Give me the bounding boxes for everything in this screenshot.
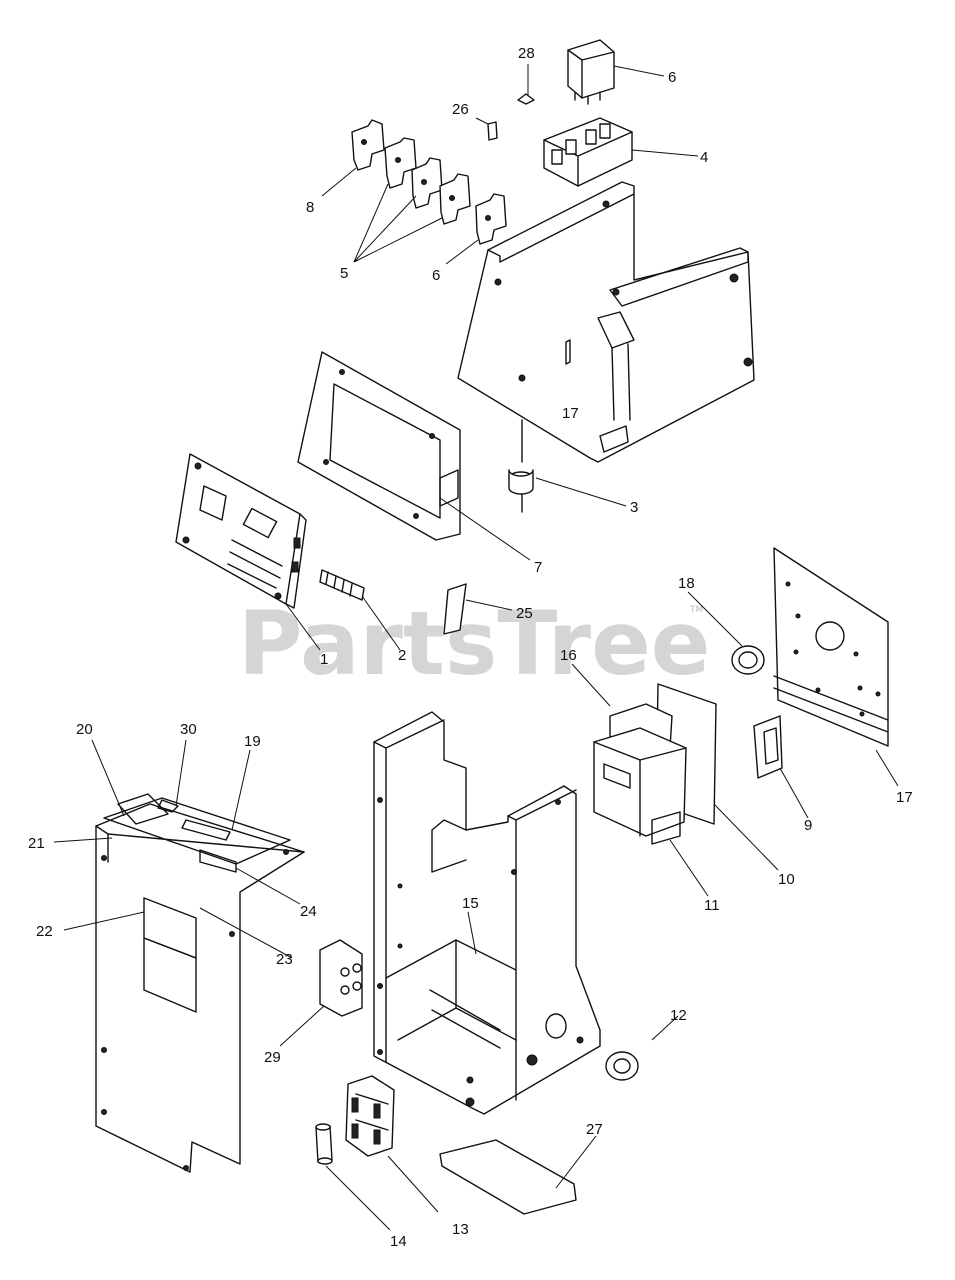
part-fuse[interactable] <box>315 1123 333 1165</box>
callout-6-relay: 6 <box>668 69 676 86</box>
trademark-mark: TM <box>689 605 703 615</box>
callout-25: 25 <box>516 605 533 622</box>
callout-12: 12 <box>670 1007 687 1024</box>
part-terminal-block[interactable] <box>319 939 363 1017</box>
callout-9: 9 <box>804 817 812 834</box>
callout-11: 11 <box>704 897 720 914</box>
callout-3: 3 <box>630 499 638 516</box>
partstree-watermark: PartsTree <box>238 592 710 695</box>
callout-14: 14 <box>390 1233 407 1250</box>
part-relay[interactable] <box>567 39 615 105</box>
callout-24: 24 <box>300 903 317 920</box>
part-connector[interactable] <box>319 569 365 601</box>
callout-labels: 28 6 26 4 8 5 6 17 3 7 25 1 2 18 16 17 9… <box>28 45 913 1250</box>
part-relay-socket[interactable] <box>543 117 633 187</box>
part-fuse-holder[interactable] <box>345 1075 395 1157</box>
callout-29: 29 <box>264 1049 281 1066</box>
leader-lines <box>53 64 899 1231</box>
part-grommet-ring[interactable] <box>731 645 765 675</box>
callout-4: 4 <box>700 149 708 166</box>
callout-23: 23 <box>276 951 293 968</box>
callout-6-terminal: 6 <box>432 267 440 284</box>
callout-17-top: 17 <box>562 405 579 422</box>
part-cover-plate[interactable] <box>439 1139 577 1215</box>
callout-19: 19 <box>244 733 261 750</box>
part-strip[interactable] <box>443 583 467 635</box>
callout-5: 5 <box>340 265 348 282</box>
callout-16: 16 <box>560 647 577 664</box>
callout-10: 10 <box>778 871 795 888</box>
callout-18: 18 <box>678 575 695 592</box>
callout-27: 27 <box>586 1121 603 1138</box>
part-terminal-blocks[interactable] <box>351 119 507 245</box>
callout-13: 13 <box>452 1221 469 1238</box>
part-grommet[interactable] <box>605 1051 639 1081</box>
callout-2: 2 <box>398 647 406 664</box>
callout-17-panel: 17 <box>896 789 913 806</box>
part-controller-board[interactable] <box>175 453 307 609</box>
callout-21: 21 <box>28 835 45 852</box>
part-clip[interactable] <box>517 93 535 105</box>
callout-26: 26 <box>452 101 469 118</box>
part-bracket[interactable] <box>753 715 783 779</box>
part-standoff[interactable] <box>508 419 534 513</box>
callout-15: 15 <box>462 895 479 912</box>
callout-20: 20 <box>76 721 93 738</box>
part-side-cover[interactable] <box>95 793 305 1173</box>
callout-7: 7 <box>534 559 542 576</box>
callout-8: 8 <box>306 199 314 216</box>
callout-1: 1 <box>320 651 328 668</box>
part-chassis[interactable] <box>373 711 601 1115</box>
callout-30: 30 <box>180 721 197 738</box>
part-contactor[interactable] <box>593 703 687 845</box>
callout-22: 22 <box>36 923 53 940</box>
part-bezel-frame[interactable] <box>297 351 461 541</box>
part-rear-panel[interactable] <box>773 547 889 747</box>
callout-28: 28 <box>518 45 535 62</box>
part-pin[interactable] <box>487 121 498 141</box>
part-mounting-bracket[interactable] <box>457 181 755 463</box>
